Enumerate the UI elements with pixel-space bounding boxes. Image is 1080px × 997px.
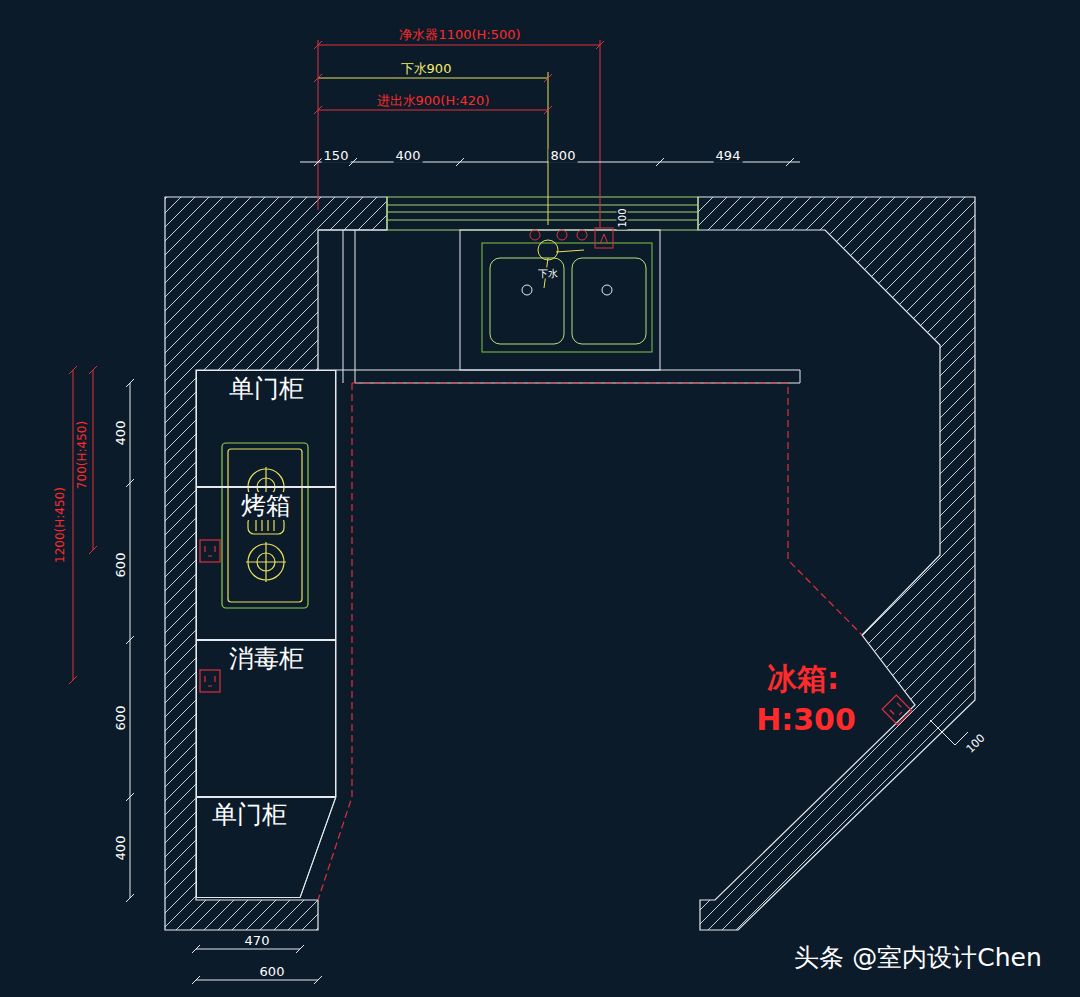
dimension-label: 800: [549, 149, 578, 163]
dimension-label: 400: [394, 149, 423, 163]
dimension-label: 进出水900(H:420): [375, 94, 492, 108]
dimension-label: 下水: [536, 268, 560, 279]
cabinet-name: 单门柜: [210, 801, 289, 829]
cabinet-box: 消毒柜: [196, 640, 336, 797]
cabinet-box: 烤箱: [196, 487, 336, 640]
wall-left: [165, 197, 387, 930]
dimension-label: 150: [322, 149, 351, 163]
dimension-label: 700(H:450): [76, 419, 89, 491]
dimension-label: 600: [114, 551, 128, 580]
window: [387, 197, 698, 230]
counter-edge-dashed: [318, 383, 862, 900]
dimension-label: 600: [258, 965, 287, 979]
dimension-label: 400: [114, 419, 128, 448]
cabinet-name: 消毒柜: [227, 645, 306, 673]
dimension-label: 下水900: [399, 62, 454, 76]
cabinet-box: 单门柜: [196, 370, 336, 487]
socket-symbol: [200, 540, 912, 725]
stove-symbol: [222, 443, 308, 608]
dimension-label: 1200(H:450): [54, 485, 67, 565]
dimension-lines: [69, 40, 968, 984]
cabinet-name: 烤箱: [239, 492, 293, 520]
dimension-label: 400: [114, 834, 128, 863]
dimension-label: 100: [963, 731, 989, 757]
dimension-label: 净水器1100(H:500): [397, 28, 522, 42]
cabinet-name: 单门柜: [227, 375, 306, 403]
dimension-label: 494: [714, 149, 743, 163]
appliance-note: 冰箱:: [765, 662, 841, 695]
dimension-label: 470: [243, 934, 272, 948]
dimension-label: 600: [114, 704, 128, 733]
dimension-label: 100: [617, 206, 628, 229]
counter-lines: [300, 230, 800, 898]
watermark: 头条 @室内设计Chen: [792, 944, 1043, 972]
cabinet-box: 单门柜: [196, 797, 336, 898]
sink-symbol: [482, 228, 652, 352]
wall-right: [698, 197, 975, 930]
appliance-note: H:300: [754, 703, 858, 736]
